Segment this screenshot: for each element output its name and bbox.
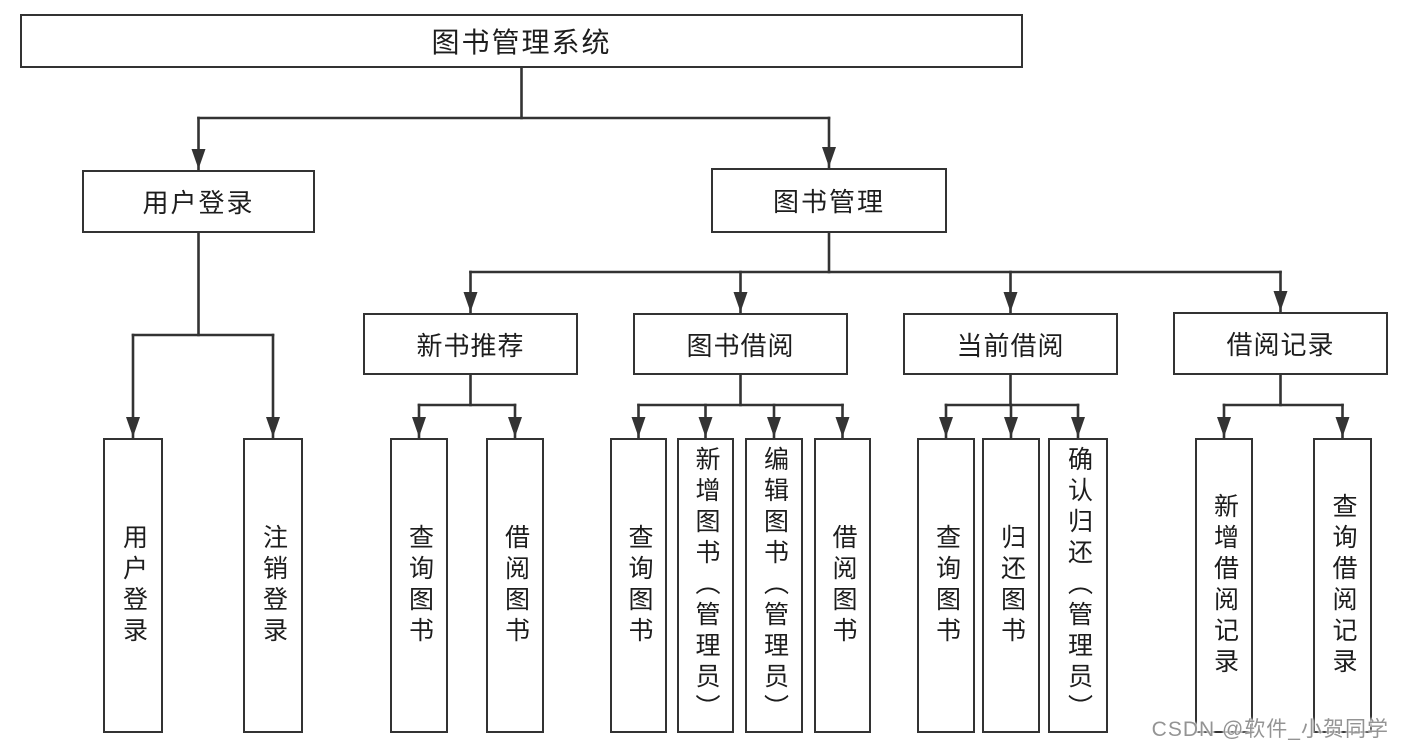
node-leaf-logout: 注销登录 [243,438,303,733]
node-leaf-cb-confirm-return: 确认归还（管理员） [1048,438,1108,733]
node-book-borrow: 图书借阅 [633,313,848,375]
node-leaf-cb-query-book: 查询图书 [917,438,975,733]
node-user-login: 用户登录 [82,170,315,233]
node-leaf-rec-query-book: 查询图书 [390,438,448,733]
node-borrow-records: 借阅记录 [1173,312,1388,375]
node-leaf-bb-add-book: 新增图书（管理员） [677,438,734,733]
node-book-mgmt: 图书管理 [711,168,947,233]
node-leaf-bb-query-book: 查询图书 [610,438,667,733]
node-leaf-cb-return-book: 归还图书 [982,438,1040,733]
node-new-book-rec: 新书推荐 [363,313,578,375]
node-leaf-br-query-record: 查询借阅记录 [1313,438,1372,733]
node-leaf-bb-borrow-book: 借阅图书 [814,438,871,733]
watermark: CSDN @软件_小贺同学 [1151,718,1389,741]
node-leaf-br-add-record: 新增借阅记录 [1195,438,1253,733]
node-current-borrow: 当前借阅 [903,313,1118,375]
node-leaf-user-login: 用户登录 [103,438,163,733]
node-leaf-rec-borrow-book: 借阅图书 [486,438,544,733]
node-leaf-bb-edit-book: 编辑图书（管理员） [745,438,803,733]
node-root: 图书管理系统 [20,14,1023,68]
